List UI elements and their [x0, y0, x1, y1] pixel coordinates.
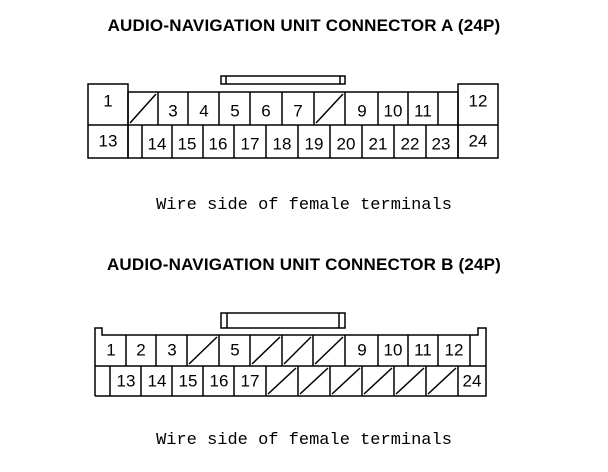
connector-a-latch [220, 75, 346, 85]
connector-a-pin: 21 [369, 135, 388, 154]
connector-b-pin: 12 [445, 341, 464, 360]
connector-a-pin: 23 [432, 135, 451, 154]
connector-b-empty-cavity-22 [395, 367, 425, 395]
connector-a-empty-cavity-2 [129, 93, 157, 124]
connector-a-pin: 1 [103, 92, 112, 111]
connector-b-empty-cavity-23 [427, 367, 457, 395]
connector-b-pin: 15 [179, 372, 198, 391]
connector-a-pin: 14 [148, 135, 167, 154]
connector-a-pin: 4 [199, 102, 208, 121]
connector-b-pin: 5 [230, 341, 239, 360]
connector-a-pin: 22 [401, 135, 420, 154]
connector-a-pin: 10 [384, 102, 403, 121]
connector-b-empty-cavity-19 [299, 367, 329, 395]
connector-b-pin: 14 [148, 372, 167, 391]
connector-b-pin: 2 [136, 341, 145, 360]
connector-a-pin: 13 [99, 132, 118, 151]
connector-a-pin: 17 [241, 135, 260, 154]
connector-b-latch [220, 312, 346, 329]
connector-b-pin: 10 [384, 341, 403, 360]
connector-b-body [94, 327, 487, 397]
connector-a-pin: 3 [168, 102, 177, 121]
connector-b-empty-cavity-21 [363, 367, 393, 395]
connector-b-empty-cavity-6 [251, 336, 281, 365]
connector-a-pin: 18 [273, 135, 292, 154]
connector-b-empty-cavity-7 [283, 336, 312, 365]
connector-b-pin: 24 [463, 372, 482, 391]
connector-a-empty-cavity-8 [315, 93, 344, 124]
connector-b-empty-cavity-4 [188, 336, 218, 365]
connector-a-pin: 6 [261, 102, 270, 121]
connector-a-pin: 12 [469, 92, 488, 111]
connector-a-caption: Wire side of female terminals [156, 196, 452, 215]
connector-b-pin: 17 [241, 372, 260, 391]
connector-b-empty-cavity-8 [314, 336, 344, 365]
connector-a-pin: 7 [293, 102, 302, 121]
connector-b-pin: 16 [210, 372, 229, 391]
connector-b-pin: 9 [357, 341, 366, 360]
connector-b-pin: 3 [167, 341, 176, 360]
connector-b-pin: 1 [106, 341, 115, 360]
connector-b-diagram: 1 2 3 5 9 10 11 12 13 14 15 16 17 24 [94, 312, 487, 397]
connector-b-title: AUDIO-NAVIGATION UNIT CONNECTOR B (24P) [106, 255, 502, 274]
connector-b-pin: 13 [117, 372, 136, 391]
connector-a-pin: 20 [337, 135, 356, 154]
connector-a-pin: 19 [305, 135, 324, 154]
connector-a-pin: 5 [230, 102, 239, 121]
connector-a-pin: 24 [469, 132, 488, 151]
connector-b-empty-cavity-18 [267, 367, 297, 395]
connector-a-diagram: 1 3 4 5 6 7 9 10 11 12 13 14 15 16 17 18… [87, 75, 499, 159]
connector-a-pin: 9 [357, 102, 366, 121]
connector-b-empty-cavity-20 [331, 367, 361, 395]
connector-b-pin: 11 [414, 341, 432, 360]
connector-a-pin: 16 [209, 135, 228, 154]
connector-b-caption: Wire side of female terminals [156, 431, 452, 450]
connector-a-title: AUDIO-NAVIGATION UNIT CONNECTOR A (24P) [107, 16, 501, 35]
connector-a-pin: 15 [178, 135, 197, 154]
connector-a-pin: 11 [414, 102, 432, 121]
